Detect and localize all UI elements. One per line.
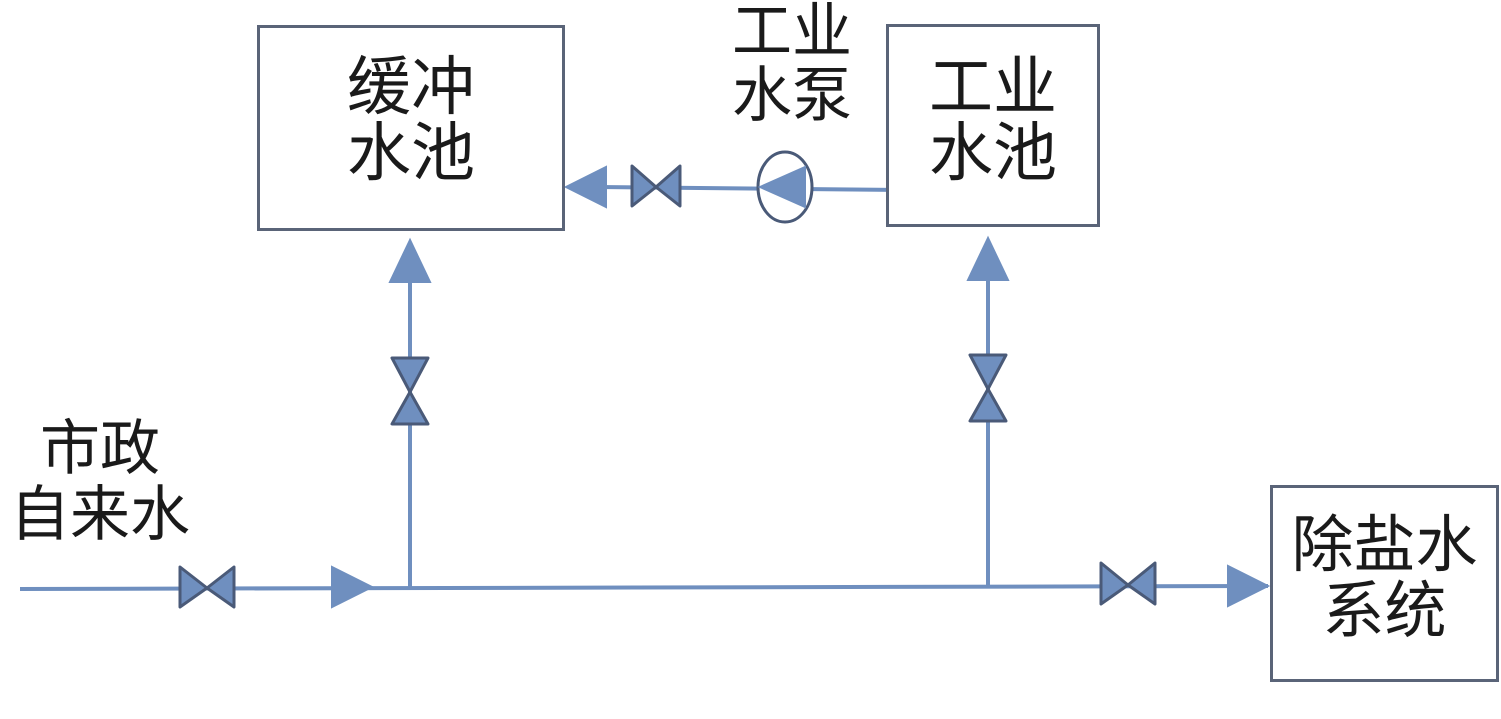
demineralized-system-label-line1: 除盐水 [1291,508,1478,581]
flow-arrow-icon [966,235,1010,281]
gate-valve-icon [968,353,1008,423]
industrial-tank-label-line1: 工业 [929,51,1057,125]
gate-valve-icon [630,164,682,208]
buffer-tank-box [257,25,565,231]
flow-arrow-icon [331,565,375,609]
buffer-tank-label-line1: 缓冲 [347,51,475,125]
flow-arrow-icon [1227,564,1271,608]
demineralized-system-label: 除盐水 系统 [1274,512,1495,644]
demineralized-system-box [1270,485,1499,682]
industrial-tank-box [886,24,1100,227]
municipal-water-label-line2: 自来水 [10,480,190,550]
pump-icon [756,150,814,224]
industrial-tank-label: 工业 水池 [890,55,1096,187]
industrial-tank-label-line2: 水池 [929,117,1057,191]
gate-valve-icon [390,356,430,426]
gate-valve-icon [1099,561,1157,606]
flow-arrow-icon [563,165,607,209]
industrial-pump-label-line2: 水泵 [732,61,852,131]
demineralized-system-label-line2: 系统 [1322,574,1447,647]
industrial-pump-label-line1: 工业 [732,0,852,67]
buffer-tank-label-line2: 水池 [347,117,475,191]
industrial-pump-label: 工业 水泵 [722,0,862,128]
gate-valve-icon [178,565,236,609]
municipal-water-label-line1: 市政 [40,414,160,484]
flow-arrow-icon [388,237,432,283]
municipal-water-label: 市政 自来水 [10,416,210,548]
buffer-tank-label: 缓冲 水池 [300,55,522,187]
